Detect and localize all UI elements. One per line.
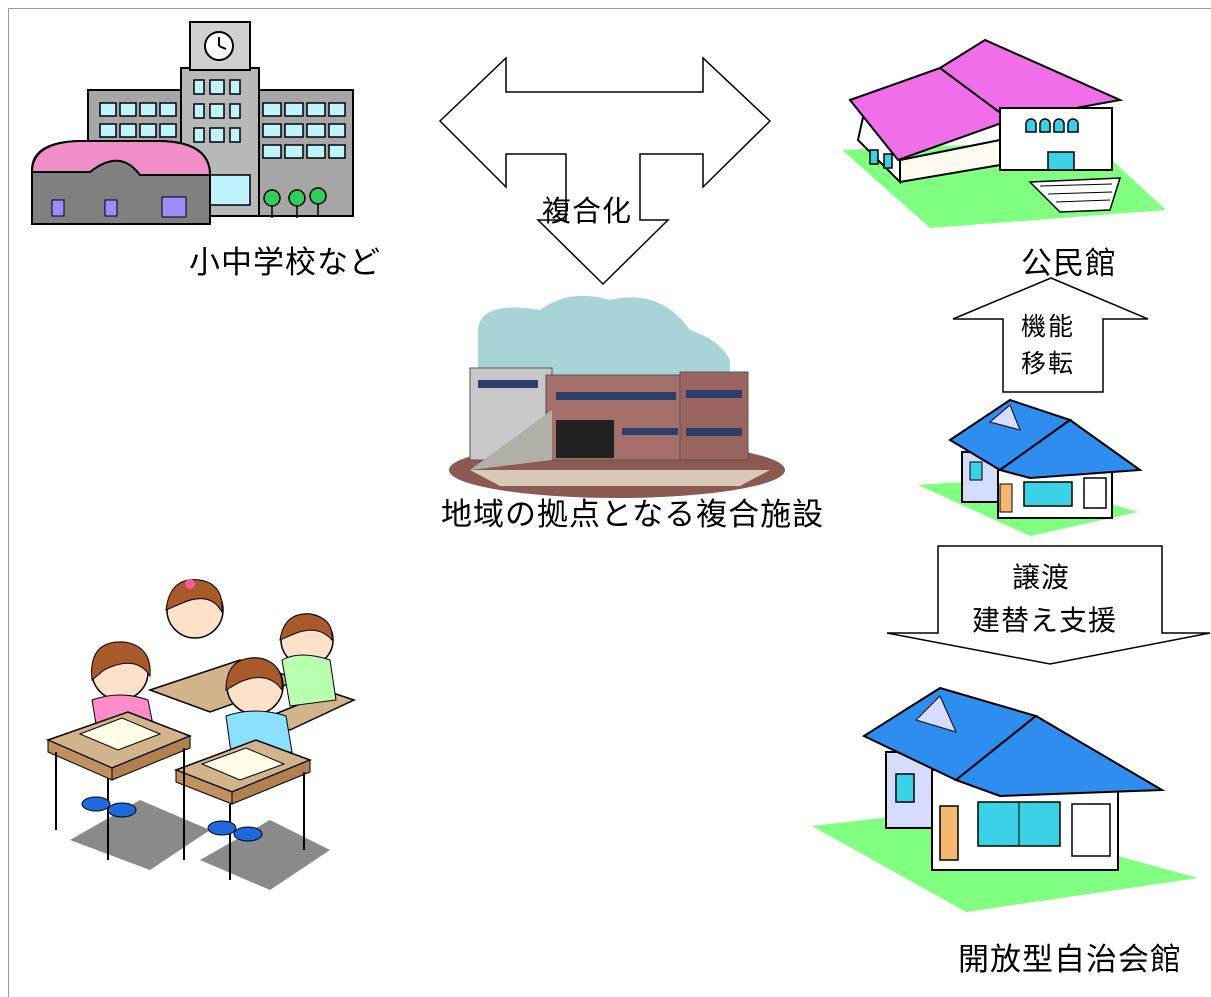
merge-label: 複合化 bbox=[542, 194, 633, 228]
transfer-arrow bbox=[952, 277, 1149, 393]
handover-arrow bbox=[886, 545, 1211, 665]
community-hall-label: 公民館 bbox=[1021, 246, 1117, 282]
open-hall-label: 開放型自治会館 bbox=[958, 942, 1182, 978]
community-hall-illustration bbox=[842, 38, 1166, 228]
complex-facility-illustration bbox=[449, 295, 785, 498]
classroom-children-illustration bbox=[45, 579, 357, 890]
handover-label-line1: 譲渡 bbox=[1012, 561, 1071, 594]
school-label: 小中学校など bbox=[189, 245, 381, 281]
school-building-illustration bbox=[30, 21, 354, 225]
merge-arrow bbox=[438, 56, 772, 286]
small-hall-illustration bbox=[918, 398, 1143, 536]
complex-facility-label: 地域の拠点となる複合施設 bbox=[441, 497, 825, 533]
frame-border bbox=[8, 8, 1211, 997]
handover-label-line2: 建替え支援 bbox=[972, 604, 1118, 637]
transfer-label-line2: 移転 bbox=[1021, 349, 1076, 378]
transfer-label-line1: 機能 bbox=[1021, 312, 1076, 341]
open-hall-illustration bbox=[812, 686, 1198, 912]
